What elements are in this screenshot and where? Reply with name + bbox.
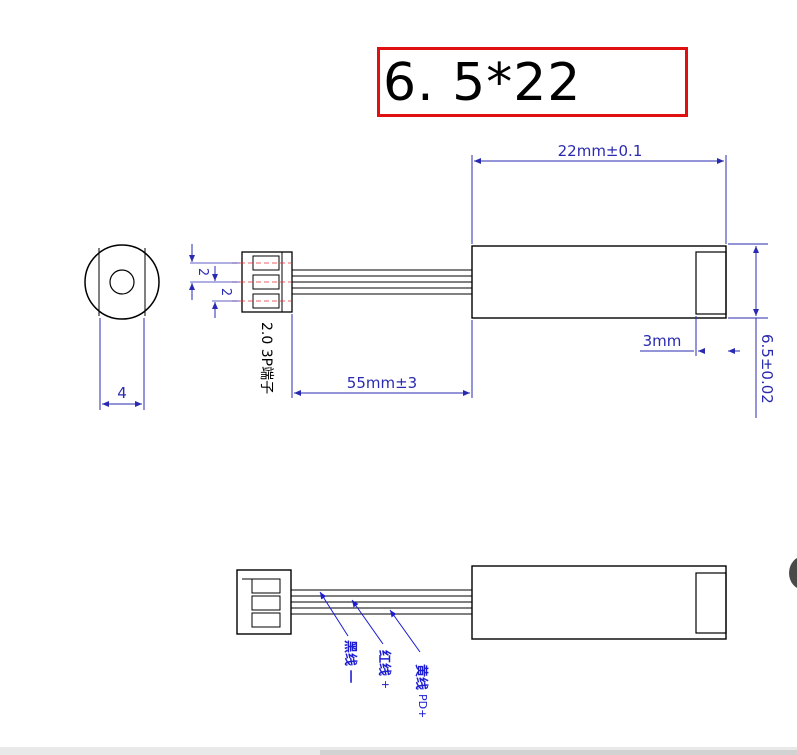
- wiring-view: 黑线 一 红线 + 黄线 PD+: [236, 565, 727, 718]
- horizontal-scrollbar[interactable]: [320, 750, 797, 755]
- red-wire-sign: +: [379, 680, 392, 689]
- connector-side-pin-2: [251, 595, 281, 611]
- body-tip: [695, 251, 727, 315]
- pin-pitch-bottom-label: 2: [218, 288, 233, 296]
- yellow-wire-text: 黄线: [413, 664, 429, 690]
- wires-top: [292, 269, 472, 295]
- body-outline: [471, 245, 727, 319]
- red-wire-text: 红线: [376, 650, 392, 676]
- wire-length-label: 55mm±3: [347, 374, 417, 392]
- connector-side-pin-1: [251, 578, 281, 594]
- red-wire-label: 红线 +: [376, 650, 392, 689]
- side-scroll-handle[interactable]: [789, 556, 797, 590]
- end-view-label: 4: [117, 384, 127, 402]
- drawing-title: 6. 5*22: [383, 53, 582, 113]
- tip-label: 3mm: [643, 332, 682, 350]
- red-wire-pointer: [351, 599, 384, 645]
- body-side-tip: [695, 572, 727, 634]
- body-side-outline: [471, 565, 727, 640]
- pin-pitch-top-label: 2: [195, 268, 210, 276]
- connector-side-housing: [236, 569, 292, 635]
- yellow-wire-label: 黄线 PD+: [413, 664, 429, 718]
- length-label: 22mm±0.1: [558, 142, 643, 160]
- black-wire-text: 黑线: [342, 640, 358, 666]
- diameter-label: 6.5±0.02: [758, 334, 776, 404]
- connector-side-pin-3: [251, 612, 281, 628]
- end-view: 4: [84, 244, 160, 410]
- yellow-wire-sign: PD+: [416, 694, 429, 718]
- connector-top: 2 2 2.0 3P端子: [189, 244, 293, 394]
- black-wire-sign: 一: [342, 670, 357, 683]
- end-view-outer-circle: [84, 244, 160, 320]
- black-wire-label: 黑线 一: [342, 640, 358, 683]
- black-wire-pointer: [319, 591, 349, 637]
- end-view-inner-circle: [109, 269, 135, 295]
- title-box: 6. 5*22: [377, 47, 688, 117]
- yellow-wire-pointer: [389, 609, 421, 653]
- connector-label: 2.0 3P端子: [258, 322, 274, 394]
- body-top: 22mm±0.1 6.5±0.02 3mm 55mm±3: [291, 142, 776, 418]
